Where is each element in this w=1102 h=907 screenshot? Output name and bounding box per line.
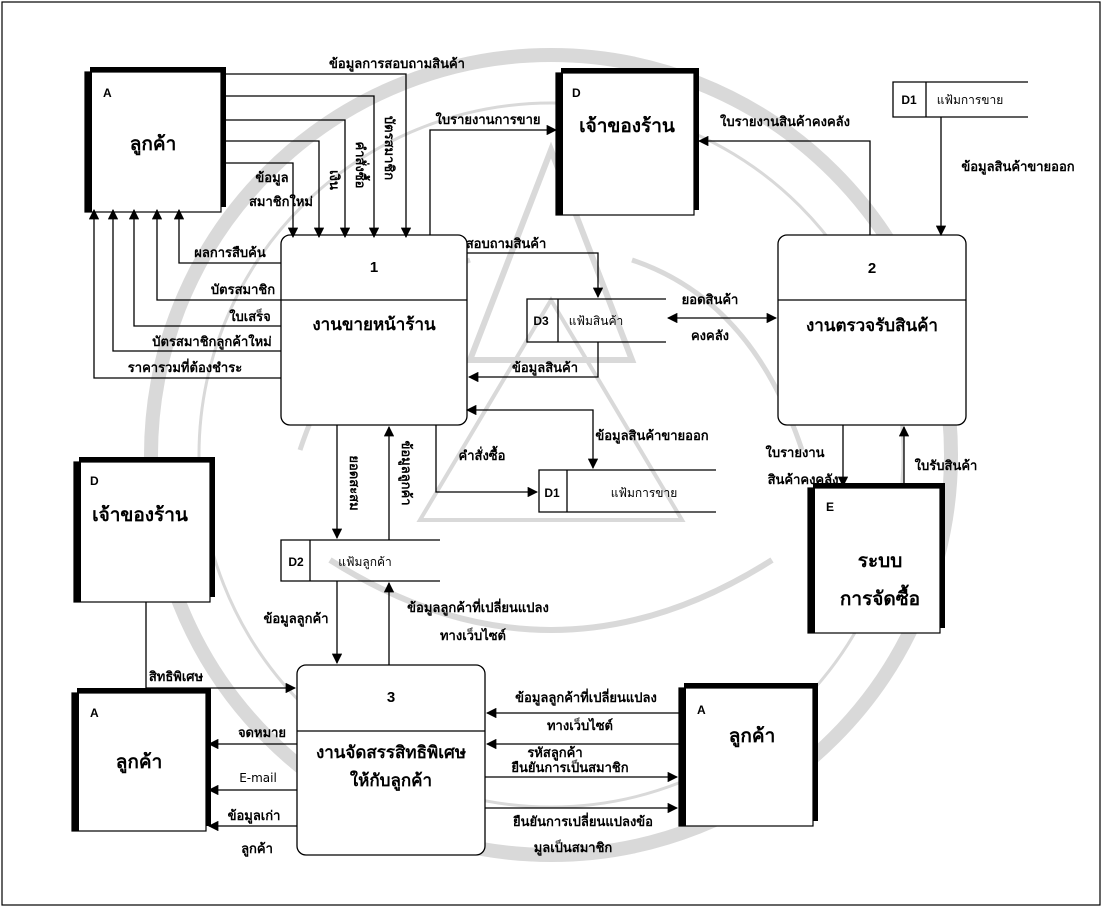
flow-sales-report bbox=[429, 124, 558, 235]
flow-label-stock-report-e-1: ใบรายงาน bbox=[765, 444, 824, 461]
entity-name: ลูกค้า bbox=[116, 751, 163, 774]
process-2-receiving: 2 งานตรวจรับสินค้า bbox=[777, 234, 967, 426]
process-number: 3 bbox=[387, 689, 395, 706]
store-name: แฟ้มลูกค้า bbox=[338, 555, 392, 570]
store-name: แฟ้มสินค้า bbox=[569, 314, 623, 328]
flow-label-old-data-1: ข้อมูลเก่า bbox=[228, 808, 281, 824]
flow-label-confirm-change-2: มูลเป็นสมาชิก bbox=[534, 838, 613, 856]
entity-name: ลูกค้า bbox=[130, 133, 177, 156]
flow-label-customer-info-down: ข้อมูลลูกค้า bbox=[263, 611, 328, 627]
flow-label-customer-code: รหัสลูกค้า bbox=[527, 745, 582, 761]
flow-label-sold-out-mid: ข้อมูลสินค้าขายออก bbox=[595, 428, 708, 444]
flow-privilege bbox=[145, 602, 297, 694]
flow-label-stock-balance-1: ยอดสินค้า bbox=[682, 292, 739, 308]
entity-letter: A bbox=[697, 703, 706, 717]
store-name: แฟ้มการขาย bbox=[937, 93, 1004, 107]
entity-name-line2: การจัดซื้อ bbox=[840, 584, 920, 610]
entity-letter: D bbox=[572, 86, 581, 100]
flow-label-money: เงิน bbox=[326, 170, 341, 190]
process-name-line1: งานจัดสรรสิทธิพิเศษ bbox=[316, 743, 466, 763]
flow-label-new-member-card: บัตรสมาชิกลูกค้าใหม่ bbox=[152, 333, 272, 350]
entity-purchasing-system: E ระบบ การจัดซื้อ bbox=[807, 483, 945, 634]
flow-label-total-price: ราคารวมที่ต้องชำระ bbox=[128, 358, 242, 376]
flow-order-to-d1 bbox=[435, 425, 539, 498]
flow-label-receipt: ใบเสร็จ bbox=[229, 307, 271, 325]
flow-label-stock-report-e-2: สินค้าคงคลัง bbox=[767, 472, 838, 488]
flow-label-new-member-2: สมาชิกใหม่ bbox=[249, 193, 313, 210]
flow-label-letter: จดหมาย bbox=[238, 726, 286, 741]
flow-label-stock-report: ใบรายงานสินค้าคงคลัง bbox=[720, 113, 850, 130]
flow-product-inquiry bbox=[467, 252, 604, 299]
entity-name-line1: ระบบ bbox=[858, 550, 903, 572]
entity-letter: A bbox=[90, 706, 99, 720]
flow-label-order-in: คำสั่งซื้อ bbox=[352, 142, 371, 189]
flow-label-email: E-mail bbox=[239, 771, 277, 785]
entity-owner-left: D เจ้าของร้าน bbox=[73, 457, 215, 603]
flow-label-privilege: สิทธิพิเศษ bbox=[149, 670, 204, 685]
entity-letter: A bbox=[103, 86, 112, 100]
flows-p1-to-customer bbox=[88, 208, 281, 379]
flow-product-info bbox=[467, 342, 599, 383]
flows-customer-to-p1 bbox=[226, 73, 412, 239]
flow-sold-out-mid bbox=[465, 404, 599, 470]
flow-label-old-data-2: ลูกค้า bbox=[241, 841, 273, 857]
process-name: งานตรวจรับสินค้า bbox=[806, 316, 938, 336]
store-id: D1 bbox=[544, 486, 560, 500]
process-number: 1 bbox=[370, 259, 378, 276]
entity-letter: E bbox=[826, 500, 834, 514]
process-number: 2 bbox=[868, 260, 876, 277]
process-1-sales: 1 งานขายหน้าร้าน bbox=[280, 234, 468, 426]
flow-label-changed-web-2: ทางเว็บไซต์ bbox=[440, 626, 506, 644]
flow-label-member-card-out: บัตรสมาชิก bbox=[211, 283, 275, 298]
entity-customer-top: A ลูกค้า bbox=[84, 67, 226, 213]
flow-label-member-card-in: บัตรสมาชิก bbox=[381, 116, 396, 180]
store-d2-customers: D2 แฟ้มลูกค้า bbox=[280, 539, 440, 582]
flow-label-search-result: ผลการสืบค้น bbox=[194, 245, 266, 261]
store-name: แฟ้มการขาย bbox=[611, 486, 678, 500]
entity-customer-bottom-left: A ลูกค้า bbox=[71, 688, 211, 832]
flow-label-goods-receipt: ใบรับสินค้า bbox=[915, 457, 978, 474]
entity-letter: D bbox=[90, 474, 99, 488]
flow-stock-report bbox=[697, 135, 871, 235]
flow-label-points: ยอดสะสม bbox=[346, 455, 361, 510]
process-name-line2: ให้กับลูกค้า bbox=[350, 770, 432, 792]
entity-name: เจ้าของร้าน bbox=[92, 504, 188, 526]
store-d3-products: D3 แฟ้มสินค้า bbox=[526, 298, 666, 343]
flow-label-changed-web-1: ข้อมูลลูกค้าที่เปลี่ยนแปลง bbox=[407, 598, 549, 616]
process-name: งานขายหน้าร้าน bbox=[312, 315, 436, 335]
flow-label-product-inquiry: สอบถามสินค้า bbox=[466, 236, 547, 252]
process-3-privilege: 3 งานจัดสรรสิทธิพิเศษ ให้กับลูกค้า bbox=[296, 664, 486, 856]
flow-label-confirm-member: ยืนยันการเป็นสมาชิก bbox=[511, 758, 629, 776]
flow-label-sales-report: ใบรายงานการขาย bbox=[436, 111, 541, 128]
flow-label-sold-out-top: ข้อมูลสินค้าขายออก bbox=[961, 159, 1074, 175]
entity-owner-top: D เจ้าของร้าน bbox=[555, 68, 699, 216]
flow-label-product-info: ข้อมูลสินค้า bbox=[512, 360, 578, 376]
entity-name: เจ้าของร้าน bbox=[579, 115, 675, 137]
flow-label-inquiry: ข้อมูลการสอบถามสินค้า bbox=[329, 56, 465, 72]
flow-label-changed-in-2: ทางเว็บไซต์ bbox=[547, 716, 613, 734]
flow-label-customer-info-up: ข้อมูลลูกค้า bbox=[398, 440, 414, 505]
entity-name: ลูกค้า bbox=[729, 725, 776, 748]
store-id: D3 bbox=[533, 314, 549, 328]
flow-label-order-to-d1: คำสั่งซื้อ bbox=[459, 445, 506, 464]
flow-label-confirm-change-1: ยืนยันการเปลี่ยนแปลงข้อ bbox=[513, 812, 653, 830]
entity-customer-bottom-right: A ลูกค้า bbox=[678, 683, 818, 827]
flow-label-stock-balance-2: คงคลัง bbox=[691, 329, 729, 344]
store-id: D2 bbox=[288, 555, 304, 569]
store-d1-mid: D1 แฟ้มการขาย bbox=[538, 469, 716, 513]
flow-label-new-member-1: ข้อมูล bbox=[255, 170, 288, 186]
store-d1-top: D1 แฟ้มการขาย bbox=[892, 81, 1028, 118]
store-id: D1 bbox=[901, 93, 917, 107]
flow-label-changed-in-1: ข้อมูลลูกค้าที่เปลี่ยนแปลง bbox=[515, 688, 657, 706]
